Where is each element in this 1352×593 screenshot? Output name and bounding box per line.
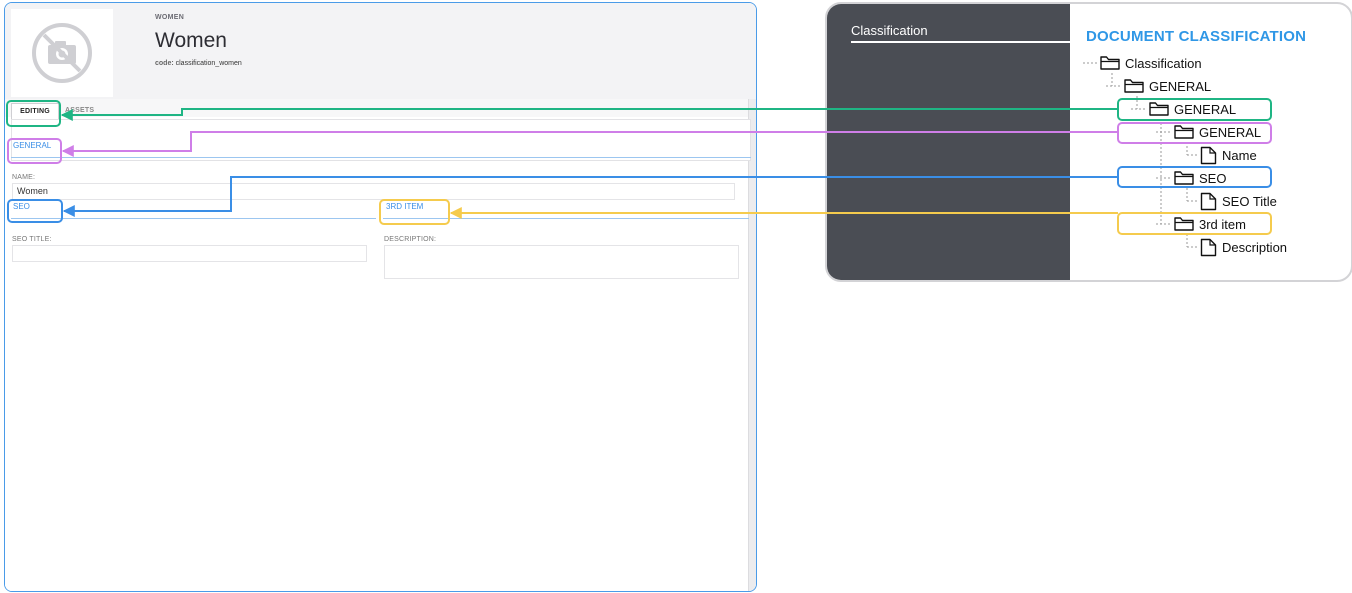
- folder-icon: [1174, 124, 1194, 140]
- editor-content: [5, 99, 748, 591]
- seo-title-label: SEO TITLE:: [12, 236, 52, 243]
- tree-label: 3rd item: [1199, 216, 1246, 232]
- tree-label: SEO: [1199, 170, 1227, 186]
- general-divider: [11, 157, 751, 158]
- name-label: NAME:: [12, 174, 36, 181]
- code-value: classification_women: [175, 60, 242, 67]
- tree-node-seo-title[interactable]: SEO Title: [1200, 192, 1277, 211]
- classification-sidebar: Classification: [827, 4, 1071, 280]
- tree-node-3rd-item[interactable]: 3rd item: [1174, 216, 1246, 232]
- tree-label: Classification: [1125, 55, 1202, 71]
- tree-label: SEO Title: [1222, 194, 1277, 209]
- breadcrumb: WOMEN: [155, 14, 185, 21]
- description-input[interactable]: [384, 245, 739, 279]
- general-section-box: [11, 119, 751, 161]
- folder-icon: [1174, 216, 1194, 232]
- scrollbar[interactable]: [748, 99, 756, 591]
- tree-node-classification[interactable]: Classification: [1100, 55, 1202, 71]
- tree-label: Name: [1222, 148, 1257, 163]
- seo-title-input[interactable]: [12, 245, 367, 262]
- tree-node-general-2[interactable]: GENERAL: [1149, 101, 1236, 117]
- tree-label: Description: [1222, 240, 1288, 255]
- tab-assets[interactable]: ASSETS: [65, 107, 95, 114]
- third-divider: [383, 218, 749, 219]
- tree-node-general-3[interactable]: GENERAL: [1174, 124, 1261, 140]
- classification-heading: DOCUMENT CLASSIFICATION: [1086, 28, 1307, 45]
- section-general[interactable]: GENERAL: [13, 141, 52, 150]
- tree-node-name[interactable]: Name: [1200, 146, 1257, 165]
- section-3rd-item[interactable]: 3RD ITEM: [386, 202, 424, 211]
- folder-icon: [1100, 55, 1120, 71]
- tree-node-seo[interactable]: SEO: [1174, 170, 1226, 186]
- product-code: code: classification_women: [155, 60, 242, 67]
- sidebar-title: Classification: [851, 23, 928, 38]
- name-input[interactable]: Women: [12, 183, 735, 200]
- seo-divider: [11, 218, 376, 219]
- tree-label: GENERAL: [1149, 78, 1212, 94]
- folder-icon: [1149, 101, 1169, 117]
- tree-label: GENERAL: [1199, 124, 1262, 140]
- no-image-camera-icon: [32, 23, 92, 83]
- product-image: [11, 9, 113, 97]
- description-label: DESCRIPTION:: [384, 236, 437, 243]
- file-icon: [1200, 192, 1217, 211]
- file-icon: [1200, 146, 1217, 165]
- file-icon: [1200, 238, 1217, 257]
- code-label: code:: [155, 60, 174, 67]
- tree-label: GENERAL: [1174, 101, 1237, 117]
- tree-node-description[interactable]: Description: [1200, 238, 1287, 257]
- editor-panel: WOMEN Women code: classification_women E…: [4, 2, 757, 592]
- section-seo[interactable]: SEO: [13, 202, 30, 211]
- folder-icon: [1124, 78, 1144, 94]
- sidebar-underline: [851, 41, 1071, 43]
- page-title: Women: [155, 29, 227, 52]
- editor-header: WOMEN Women code: classification_women: [5, 3, 756, 99]
- tree-node-general-1[interactable]: GENERAL: [1124, 78, 1211, 94]
- folder-icon: [1174, 170, 1194, 186]
